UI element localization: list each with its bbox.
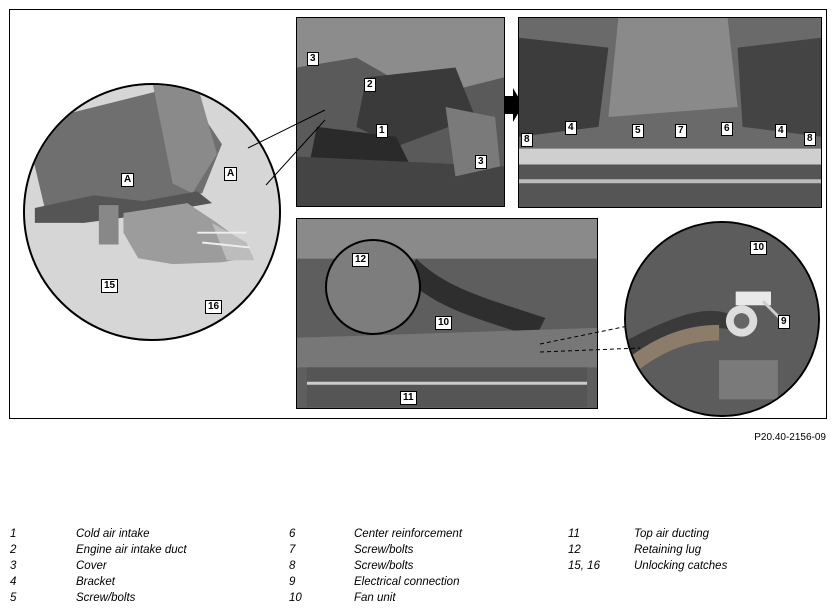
legend-text: Screw/bolts bbox=[354, 560, 414, 572]
lug-zoom-circle bbox=[325, 239, 421, 335]
legend-text: Screw/bolts bbox=[354, 544, 414, 556]
legend-num: 4 bbox=[10, 576, 17, 588]
sequence-arrow bbox=[505, 88, 523, 122]
legend-text: Electrical connection bbox=[354, 576, 460, 588]
photo-2-image bbox=[519, 18, 821, 207]
callout-4-left: 4 bbox=[565, 121, 577, 135]
legend-num: 3 bbox=[10, 560, 17, 572]
legend-text: Screw/bolts bbox=[76, 592, 136, 604]
legend-num: 5 bbox=[10, 592, 17, 604]
legend-num: 10 bbox=[289, 592, 302, 604]
photo-1-image bbox=[297, 18, 504, 206]
callout-12: 12 bbox=[352, 253, 370, 267]
photo-engine-compartment: 3 2 1 3 bbox=[296, 17, 505, 207]
callout-2: 2 bbox=[364, 78, 376, 92]
figure-frame: A A 15 16 3 2 1 3 bbox=[9, 9, 827, 419]
callout-8-left: 8 bbox=[521, 133, 533, 147]
callout-9: 9 bbox=[778, 315, 790, 329]
legend-text: Bracket bbox=[76, 576, 115, 588]
legend-num: 1 bbox=[10, 528, 17, 540]
callout-3-right: 3 bbox=[475, 155, 487, 169]
legend-num: 6 bbox=[289, 528, 296, 540]
callout-6: 6 bbox=[721, 122, 733, 136]
legend-text: Unlocking catches bbox=[634, 560, 728, 572]
legend-text: Cover bbox=[76, 560, 107, 572]
callout-a-right: A bbox=[224, 167, 238, 181]
photo-front-reinforcement: 8 4 5 7 6 4 8 bbox=[518, 17, 822, 208]
callout-10-detail: 10 bbox=[750, 241, 768, 255]
callout-1: 1 bbox=[376, 124, 388, 138]
legend-text: Top air ducting bbox=[634, 528, 710, 540]
legend-num: 15, 16 bbox=[568, 560, 600, 572]
legend-text: Retaining lug bbox=[634, 544, 702, 556]
callout-15: 15 bbox=[101, 279, 119, 293]
legend-num: 12 bbox=[568, 544, 581, 556]
legend: 1 Cold air intake 2 Engine air intake du… bbox=[0, 526, 837, 611]
legend-text: Fan unit bbox=[354, 592, 396, 604]
callout-3-top: 3 bbox=[307, 52, 319, 66]
legend-num: 9 bbox=[289, 576, 296, 588]
callout-7: 7 bbox=[675, 124, 687, 138]
callout-8-right: 8 bbox=[804, 132, 816, 146]
legend-text: Cold air intake bbox=[76, 528, 150, 540]
callout-10: 10 bbox=[435, 316, 453, 330]
callout-a-left: A bbox=[121, 173, 135, 187]
callout-4-right: 4 bbox=[775, 124, 787, 138]
detail-illustration bbox=[25, 85, 255, 265]
legend-text: Center reinforcement bbox=[354, 528, 463, 540]
photo-fan-unit: 12 10 11 bbox=[296, 218, 598, 409]
figure-code: P20.40-2156-09 bbox=[754, 432, 826, 443]
legend-num: 8 bbox=[289, 560, 296, 572]
detail-circle-electrical-connection: 10 9 bbox=[624, 221, 820, 417]
callout-5: 5 bbox=[632, 124, 644, 138]
legend-num: 2 bbox=[10, 544, 17, 556]
legend-text: Engine air intake duct bbox=[76, 544, 187, 556]
callout-16: 16 bbox=[205, 300, 223, 314]
callout-11: 11 bbox=[400, 391, 417, 405]
legend-num: 11 bbox=[568, 528, 580, 540]
legend-num: 7 bbox=[289, 544, 296, 556]
detail-circle-unlocking-catches: A A 15 16 bbox=[23, 83, 281, 341]
